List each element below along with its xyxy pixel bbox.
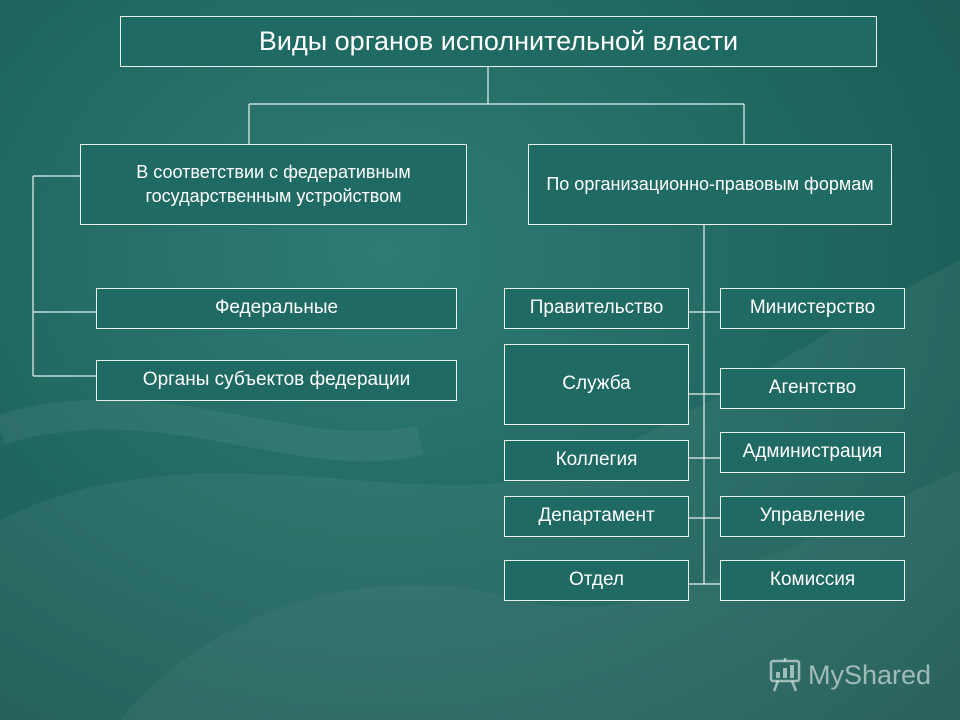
watermark-logo: MyShared bbox=[768, 655, 931, 695]
category-legal-forms: По организационно-правовым формам bbox=[528, 144, 892, 225]
presentation-board-icon bbox=[769, 658, 801, 692]
node-directorate: Управление bbox=[720, 496, 905, 537]
node-federal: Федеральные bbox=[96, 288, 457, 329]
node-division: Отдел bbox=[504, 560, 689, 601]
node-collegium: Коллегия bbox=[504, 440, 689, 481]
node-government: Правительство bbox=[504, 288, 689, 329]
category-federal-structure: В соответствии с федеративным государств… bbox=[80, 144, 467, 225]
diagram-title: Виды органов исполнительной власти bbox=[120, 16, 877, 67]
node-ministry: Министерство bbox=[720, 288, 905, 329]
node-department: Департамент bbox=[504, 496, 689, 537]
watermark-text: MyShared bbox=[808, 659, 932, 690]
node-commission: Комиссия bbox=[720, 560, 905, 601]
node-administration: Администрация bbox=[720, 432, 905, 473]
node-service: Служба bbox=[504, 344, 689, 425]
node-agency: Агентство bbox=[720, 368, 905, 409]
node-subject-bodies: Органы субъектов федерации bbox=[96, 360, 457, 401]
